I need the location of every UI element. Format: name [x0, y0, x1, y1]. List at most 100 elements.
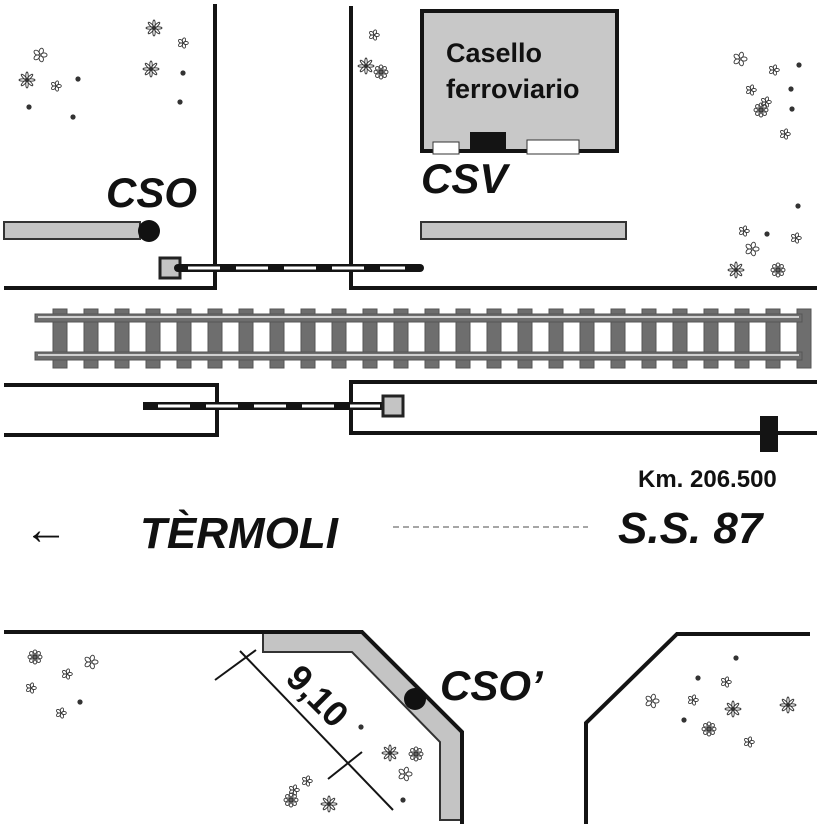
petal	[181, 37, 187, 43]
petal	[178, 38, 184, 44]
petal	[29, 656, 36, 663]
petal	[415, 748, 422, 755]
shrub-dot-icon	[77, 699, 83, 705]
flower-icon	[51, 80, 62, 92]
flower-icon	[26, 682, 37, 694]
petal	[54, 86, 60, 92]
flower-icon	[780, 128, 791, 140]
lower-barrier-pivot	[381, 394, 405, 418]
petal	[33, 49, 40, 56]
petal	[380, 71, 387, 78]
petal	[645, 700, 652, 707]
petal	[783, 128, 789, 134]
flower-icon	[398, 766, 413, 782]
asterisk-flower-icon	[142, 60, 160, 78]
petal	[285, 799, 292, 806]
petal	[783, 134, 789, 140]
petal	[398, 768, 405, 775]
petal	[380, 66, 387, 73]
flower-icon	[84, 654, 99, 670]
petal	[749, 90, 755, 96]
petal	[688, 699, 694, 705]
petal	[691, 694, 697, 700]
petal	[726, 679, 732, 685]
petal	[56, 708, 62, 714]
petal	[780, 133, 786, 139]
petal	[703, 723, 710, 730]
asterisk-flower-icon	[320, 795, 338, 813]
petal	[703, 728, 710, 735]
petal	[652, 698, 660, 704]
petal	[375, 71, 382, 78]
flower-icon	[408, 746, 424, 762]
petal	[747, 742, 753, 748]
asterisk-flower-icon	[724, 700, 742, 718]
petal	[29, 651, 36, 658]
flower-icon	[770, 262, 786, 278]
shrub-dot-icon	[75, 76, 81, 82]
petal	[34, 656, 41, 663]
petal	[733, 58, 740, 65]
petal	[769, 65, 775, 71]
petal	[40, 52, 48, 58]
petal	[742, 231, 748, 237]
petal	[777, 264, 784, 271]
cso-curb	[3, 221, 141, 240]
petal	[150, 62, 158, 70]
lower-barrier[interactable]	[143, 394, 405, 418]
petal	[26, 687, 32, 693]
petal	[769, 69, 775, 75]
flower-icon	[761, 96, 772, 108]
petal	[740, 56, 748, 62]
petal	[369, 34, 375, 40]
cso-prime-label: CSO’	[440, 662, 544, 709]
shrub-dot-icon	[789, 106, 795, 112]
petal	[746, 85, 752, 91]
railway-house-label-line2: ferroviario	[446, 74, 580, 104]
petal	[302, 776, 308, 782]
petal	[372, 35, 378, 41]
petal	[791, 237, 797, 243]
petal	[305, 775, 311, 781]
petal	[708, 728, 715, 735]
upper-barrier[interactable]	[158, 256, 424, 280]
petal	[307, 778, 313, 784]
petal	[777, 269, 784, 276]
petal	[67, 671, 73, 677]
petal	[328, 797, 336, 805]
shrub-dot-icon	[180, 70, 186, 76]
petal	[750, 241, 756, 249]
railway-house-door	[470, 132, 506, 151]
petal	[751, 87, 757, 93]
petal	[62, 669, 68, 675]
flower-icon	[373, 64, 389, 80]
petal	[59, 713, 65, 719]
flower-icon	[178, 37, 189, 49]
petal	[289, 785, 295, 791]
petal	[733, 53, 740, 60]
shrub-dot-icon	[177, 99, 183, 105]
petal	[745, 248, 752, 255]
asterisk-flower-icon	[357, 57, 375, 75]
shrub-dot-icon	[400, 797, 406, 803]
petal	[732, 702, 740, 710]
petal	[761, 97, 767, 103]
flower-icon	[62, 668, 73, 680]
petal	[735, 263, 743, 271]
railway-track	[34, 308, 812, 369]
petal	[398, 773, 405, 780]
petal	[742, 225, 748, 231]
petal	[59, 707, 65, 713]
flower-icon	[289, 784, 300, 796]
petal	[34, 651, 41, 658]
petal	[761, 101, 767, 107]
petal	[650, 701, 656, 709]
bottom-right-road-edge	[584, 632, 810, 824]
upper-left-road-edges	[4, 4, 217, 290]
petal	[724, 676, 730, 682]
petal	[645, 695, 652, 702]
railway-house-label-line1: Casello	[446, 38, 542, 68]
petal	[752, 246, 760, 252]
flower-icon	[369, 29, 380, 41]
petal	[738, 51, 744, 59]
